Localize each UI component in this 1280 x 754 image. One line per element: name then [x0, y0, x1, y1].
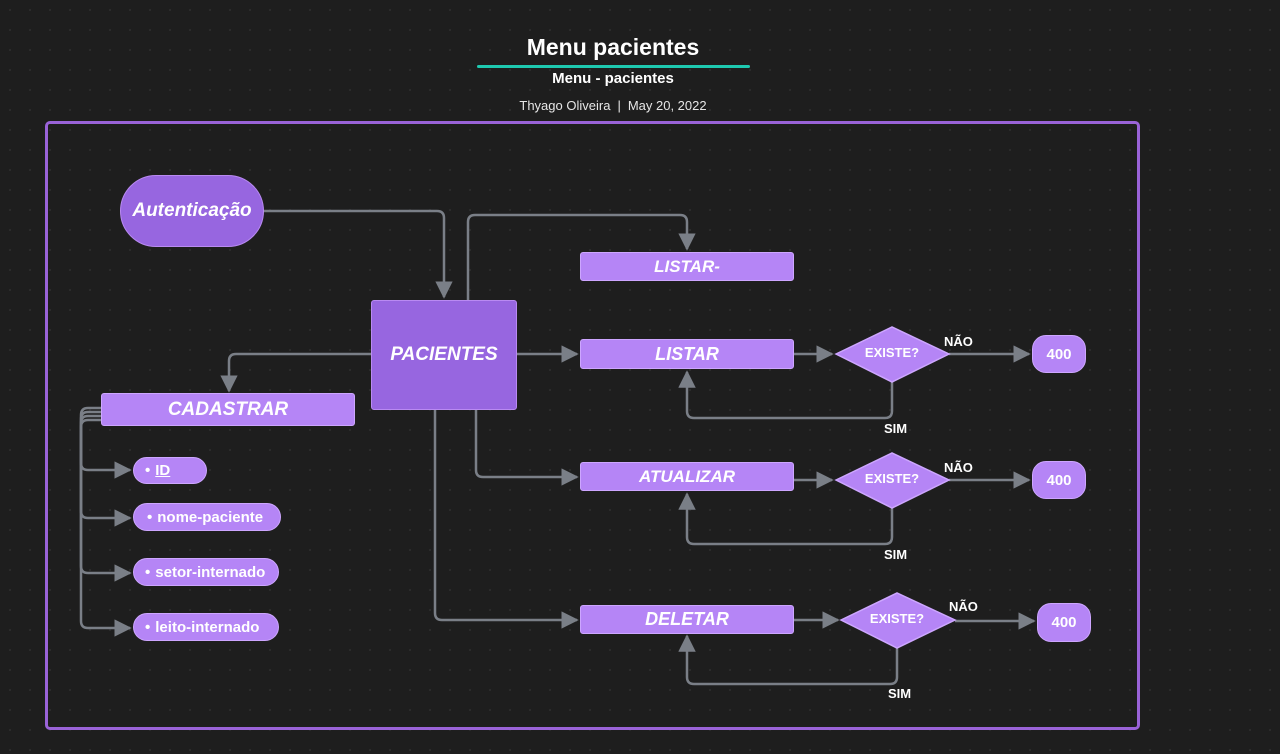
attribute-label: ID	[155, 462, 171, 479]
bullet-icon: •	[145, 462, 151, 479]
node-autenticacao[interactable]: Autenticação	[120, 175, 264, 247]
bullet-icon: •	[145, 618, 151, 636]
decision-diamond-deletar	[839, 592, 957, 649]
edge-deletar-decision-yes	[678, 634, 899, 686]
document-title: Menu pacientes	[526, 34, 700, 60]
edge-cadastrar-setor	[79, 414, 132, 582]
node-deletar[interactable]: DELETAR	[580, 605, 794, 634]
attribute-label: nome-paciente	[157, 508, 264, 526]
decision-diamond-listar	[834, 326, 951, 383]
bullet-icon: •	[147, 508, 153, 526]
node-listar-all[interactable]: LISTAR-	[580, 252, 794, 281]
attribute-setor-internado[interactable]: •setor-internado	[133, 558, 279, 586]
edge-listar-decision-yes	[678, 370, 894, 420]
edge-cadastrar-nome	[79, 410, 132, 527]
decision-label-listar: EXISTE?	[864, 345, 920, 360]
no-label-atualizar: NÃO	[944, 460, 973, 475]
edge-pacientes-cadastrar	[220, 352, 371, 393]
edge-autenticacao-pacientes	[263, 209, 453, 299]
document-subtitle: Menu - pacientes	[552, 70, 674, 87]
result-400-listar[interactable]: 400	[1032, 335, 1086, 373]
node-cadastrar[interactable]: CADASTRAR	[101, 393, 355, 426]
result-400-deletar[interactable]: 400	[1037, 603, 1091, 642]
decision-diamond-atualizar	[834, 452, 951, 509]
author-name: Thyago Oliveira	[519, 98, 611, 113]
result-400-atualizar[interactable]: 400	[1032, 461, 1086, 499]
edge-pacientes-deletar	[433, 410, 579, 629]
decision-label-atualizar: EXISTE?	[864, 471, 920, 486]
no-label-listar: NÃO	[944, 334, 973, 349]
edge-cadastrar-leito	[79, 418, 132, 637]
attribute-label: leito-internado	[155, 618, 260, 636]
yes-label-atualizar: SIM	[884, 547, 908, 562]
document-meta: Thyago Oliveira | May 20, 2022	[420, 98, 806, 113]
edge-pacientes-atualizar	[474, 410, 579, 486]
node-atualizar[interactable]: ATUALIZAR	[580, 462, 794, 491]
title-underline	[477, 65, 750, 68]
document-date: May 20, 2022	[627, 98, 707, 113]
node-listar[interactable]: LISTAR	[580, 339, 794, 369]
yes-label-listar: SIM	[884, 421, 908, 436]
yes-label-deletar: SIM	[888, 686, 912, 701]
attribute-id[interactable]: •ID	[133, 457, 207, 484]
node-pacientes[interactable]: PACIENTES	[371, 300, 517, 410]
no-label-deletar: NÃO	[949, 599, 978, 614]
attribute-label: setor-internado	[155, 563, 266, 581]
edge-pacientes-listar-all	[466, 213, 696, 300]
edge-atualizar-decision-yes	[678, 492, 894, 546]
diagram-frame[interactable]	[45, 121, 1140, 730]
bullet-icon: •	[145, 563, 151, 581]
attribute-nome-paciente[interactable]: •nome-paciente	[133, 503, 281, 531]
meta-separator: |	[617, 98, 621, 113]
attribute-leito-internado[interactable]: •leito-internado	[133, 613, 279, 641]
decision-label-deletar: EXISTE?	[869, 611, 925, 626]
